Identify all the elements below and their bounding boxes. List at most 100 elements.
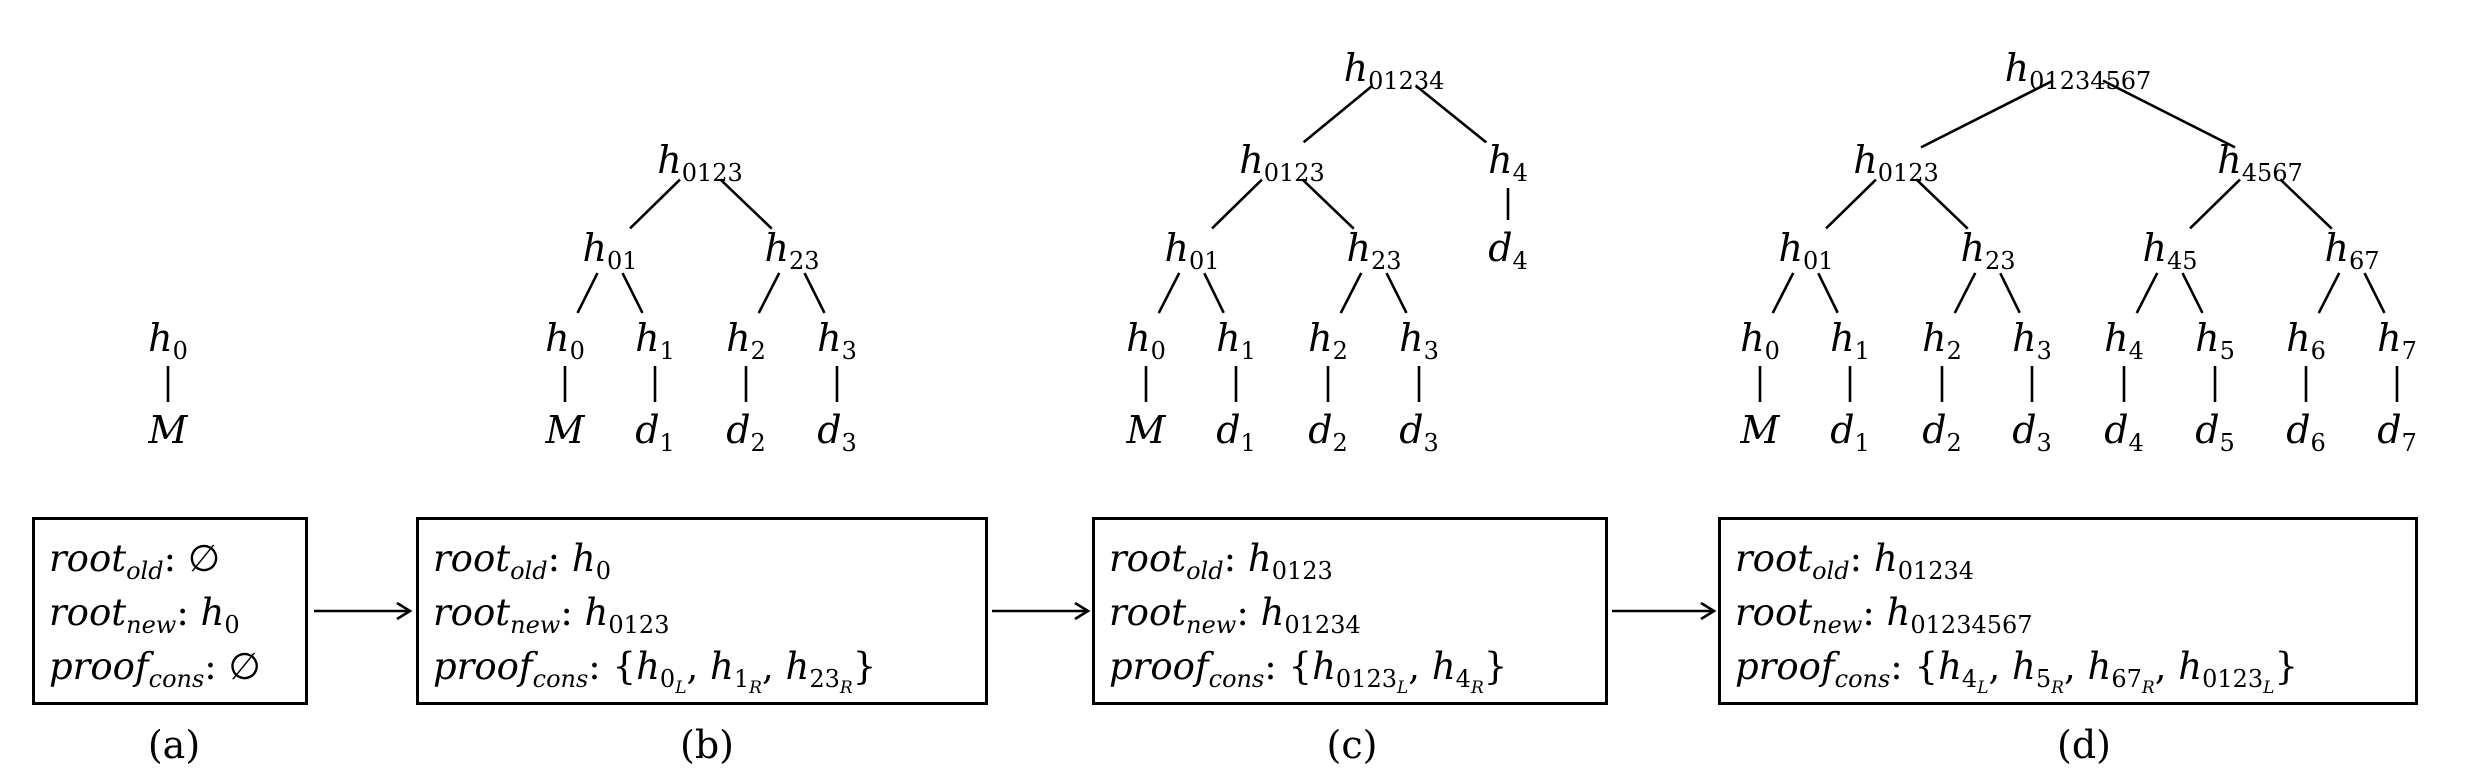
tree-node-h01234567: h01234567 — [2004, 46, 2152, 95]
proof-cons-row: proofcons: {h0123L, h4R} — [1109, 645, 1508, 698]
tree-node-d4: d4 — [1488, 226, 1528, 275]
tree-edge-h01-h0 — [576, 272, 599, 314]
caption-b: (b) — [680, 723, 734, 767]
tree-edge-h0123-h23 — [719, 178, 773, 230]
tree-node-h0: h0 — [148, 316, 188, 365]
tree-node-d1: d1 — [1830, 408, 1870, 457]
tree-node-d6: d6 — [2286, 408, 2326, 457]
transition-arrowhead-2 — [1074, 601, 1091, 621]
tree-node-h1: h1 — [1216, 316, 1256, 365]
state-box-b: rootold: h0 rootnew: h0123 proofcons: {h… — [416, 517, 988, 705]
tree-node-M: M — [545, 408, 585, 452]
tree-node-h2: h2 — [1922, 316, 1962, 365]
caption-d: (d) — [2057, 723, 2111, 767]
tree-edge-h01234-h4 — [1414, 84, 1488, 144]
proof-cons-row: proofcons: {h4L, h5R, h67R, h0123L} — [1735, 645, 2298, 698]
tree-edge-h0123-h01 — [1211, 178, 1263, 230]
root-old-row: rootold: h0123 — [1109, 537, 1333, 585]
tree-node-h0123: h0123 — [1239, 138, 1325, 187]
tree-edge-h23-h3 — [1385, 272, 1408, 314]
tree-node-h2: h2 — [726, 316, 766, 365]
tree-edge-h23-h3 — [803, 272, 826, 314]
tree-node-h0123: h0123 — [657, 138, 743, 187]
proof-item: h4L — [1938, 645, 1989, 698]
state-box-a: rootold: ∅ rootnew: h0 proofcons: ∅ — [32, 517, 308, 705]
tree-node-h45: h45 — [2142, 226, 2198, 275]
tree-node-h01: h01 — [1778, 226, 1834, 275]
tree-edge-h01-h0 — [1771, 272, 1795, 314]
tree-node-h0: h0 — [1126, 316, 1166, 365]
tree-edge-h01-h1 — [621, 272, 644, 314]
tree-node-h3: h3 — [817, 316, 857, 365]
proof-item: h23R — [785, 645, 853, 698]
tree-node-h23: h23 — [1346, 226, 1402, 275]
tree-edge-h0123-h01 — [629, 178, 681, 230]
tree-node-d3: d3 — [817, 408, 857, 457]
state-box-d: rootold: h01234 rootnew: h01234567 proof… — [1718, 517, 2418, 705]
proof-cons-row: proofcons: ∅ — [49, 645, 261, 693]
tree-edge-h01-h1 — [1817, 272, 1839, 314]
tree-node-d1: d1 — [635, 408, 675, 457]
transition-arrowhead-1 — [396, 601, 413, 621]
tree-edge-h01234567-h0123 — [1920, 79, 2054, 149]
tree-edge-h67-h7 — [2363, 272, 2386, 314]
proof-item: h67R — [2087, 645, 2155, 698]
proof-item: h1R — [710, 645, 762, 698]
caption-c: (c) — [1326, 723, 1378, 767]
tree-node-h01: h01 — [582, 226, 638, 275]
tree-node-h23: h23 — [764, 226, 820, 275]
root-new-row: rootnew: h01234 — [1109, 591, 1361, 639]
root-new-row: rootnew: h0123 — [433, 591, 670, 639]
tree-edge-h0123-h23 — [1915, 178, 1969, 230]
tree-node-h5: h5 — [2195, 316, 2235, 365]
tree-edge-h45-h5 — [2181, 272, 2204, 314]
tree-edge-h67-h6 — [2317, 272, 2341, 314]
tree-node-h7: h7 — [2377, 316, 2417, 365]
tree-node-h67: h67 — [2324, 226, 2380, 275]
proof-item: h0123L — [2178, 645, 2275, 698]
tree-node-h01: h01 — [1164, 226, 1220, 275]
tree-node-M: M — [1740, 408, 1780, 452]
tree-edge-h0123-h23 — [1301, 178, 1355, 230]
tree-edge-h01-h1 — [1203, 272, 1225, 314]
tree-node-h3: h3 — [2012, 316, 2052, 365]
transition-arrowhead-3 — [1700, 601, 1717, 621]
tree-node-h0: h0 — [545, 316, 585, 365]
state-box-c: rootold: h0123 rootnew: h01234 proofcons… — [1092, 517, 1608, 705]
proof-cons-row: proofcons: {h0L, h1R, h23R} — [433, 645, 877, 698]
tree-edge-h23-h2 — [757, 272, 781, 314]
tree-node-d3: d3 — [2012, 408, 2052, 457]
tree-node-h0: h0 — [1740, 316, 1780, 365]
caption-a: (a) — [147, 723, 201, 767]
tree-edge-h23-h3 — [1999, 272, 2021, 314]
tree-node-h23: h23 — [1960, 226, 2016, 275]
tree-node-h4567: h4567 — [2217, 138, 2303, 187]
tree-node-h2: h2 — [1308, 316, 1348, 365]
tree-node-d2: d2 — [1922, 408, 1962, 457]
tree-edge-h4567-h45 — [2189, 178, 2241, 230]
root-new-row: rootnew: h01234567 — [1735, 591, 2033, 639]
tree-node-d1: d1 — [1216, 408, 1256, 457]
tree-node-h1: h1 — [635, 316, 675, 365]
tree-node-d5: d5 — [2195, 408, 2235, 457]
root-old-row: rootold: h0 — [433, 537, 611, 585]
tree-node-d3: d3 — [1399, 408, 1439, 457]
tree-node-d2: d2 — [726, 408, 766, 457]
tree-node-M: M — [148, 408, 188, 452]
proof-item: h0123L — [1312, 645, 1409, 698]
proof-item: h4R — [1431, 645, 1484, 698]
tree-node-d4: d4 — [2104, 408, 2144, 457]
tree-edge-h01234-h0123 — [1302, 84, 1374, 144]
tree-edge-h23-h2 — [1953, 272, 1977, 314]
tree-node-h3: h3 — [1399, 316, 1439, 365]
tree-edge-h45-h4 — [2135, 272, 2159, 314]
tree-edge-h01-h0 — [1157, 272, 1181, 314]
proof-item: h0L — [636, 645, 687, 698]
tree-node-h4: h4 — [2104, 316, 2144, 365]
tree-node-h4: h4 — [1488, 138, 1528, 187]
tree-edge-h23-h2 — [1339, 272, 1363, 314]
tree-node-h01234: h01234 — [1343, 46, 1445, 95]
tree-edge-h01234567-h4567 — [2102, 79, 2236, 149]
